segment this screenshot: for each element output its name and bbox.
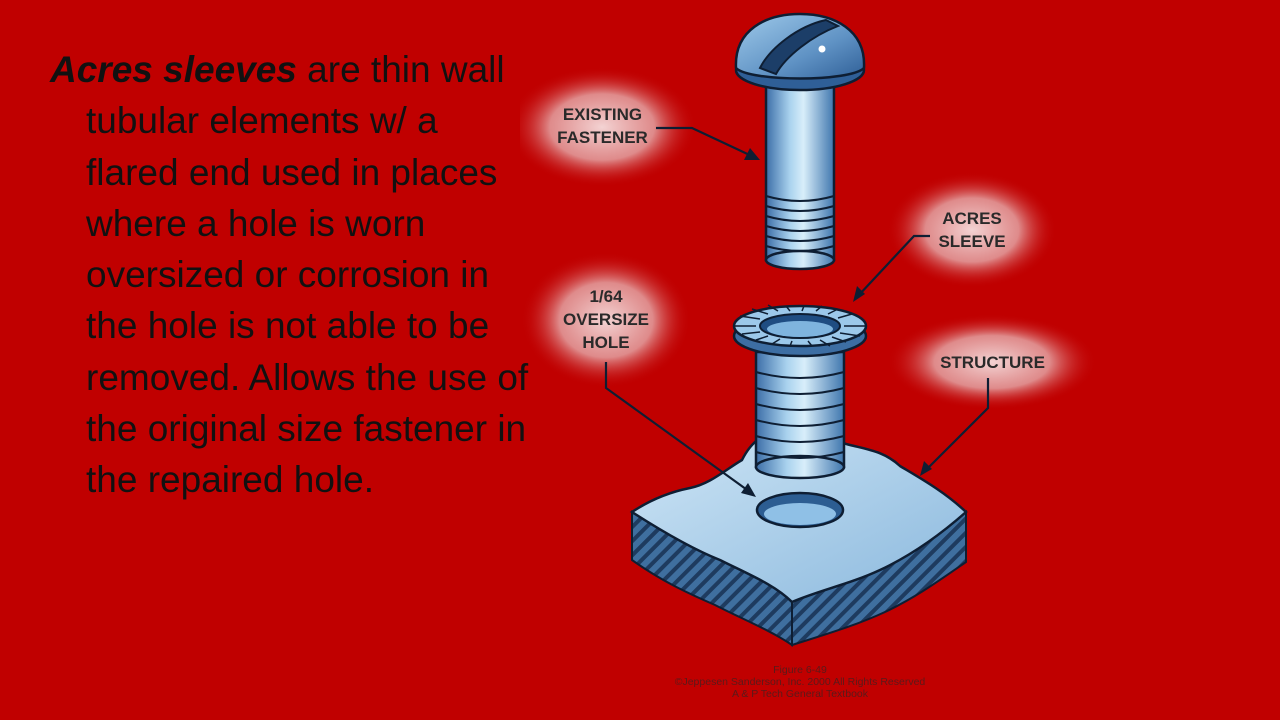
label-acres-line2: SLEEVE xyxy=(938,232,1006,251)
text-block: Acres sleeves are thin wall tubular elem… xyxy=(50,44,530,506)
sleeve-bore-inner xyxy=(767,321,833,337)
label-oversize-hole: 1/64 OVERSIZE HOLE xyxy=(546,285,666,354)
sleeve-tube-bottom xyxy=(754,454,846,480)
caption-source: A & P Tech General Textbook xyxy=(731,688,868,700)
flange-serrations xyxy=(734,304,866,347)
label-structure-text: STRUCTURE xyxy=(940,353,1045,372)
fastener-shank xyxy=(764,80,836,262)
fastener-threads xyxy=(765,195,835,252)
acres-sleeve-diagram: EXISTING FASTENER ACRES SLEEVE 1/64 OVER… xyxy=(520,0,1280,720)
fastener-label-glow xyxy=(520,67,697,187)
caption-figure-number: Figure 6-49 xyxy=(773,664,827,676)
description-paragraph: Acres sleeves are thin wall tubular elem… xyxy=(50,44,530,506)
term-acres-sleeves: Acres sleeves xyxy=(50,49,297,90)
label-hole-line2: OVERSIZE xyxy=(563,310,649,329)
hole-arrow xyxy=(741,483,756,497)
label-existing-fastener: EXISTING FASTENER xyxy=(540,103,665,149)
caption-copyright: ©Jeppesen Sanderson, Inc. 2000 All Right… xyxy=(674,676,926,688)
sleeve-leader xyxy=(857,234,930,297)
label-acres-line1: ACRES xyxy=(942,209,1002,228)
sleeve-label-glow xyxy=(887,172,1057,288)
label-structure: STRUCTURE xyxy=(920,351,1065,374)
label-existing-line2: FASTENER xyxy=(557,128,648,147)
leader-lines xyxy=(604,126,990,493)
hole-inner xyxy=(764,503,836,525)
sleeve-rings xyxy=(755,371,845,459)
structure-label-glow xyxy=(887,314,1097,410)
fastener-slot xyxy=(758,18,841,76)
structure-arrow xyxy=(920,461,932,476)
label-existing-line1: EXISTING xyxy=(562,105,643,124)
hole-leader xyxy=(604,362,751,493)
fastener-arrow xyxy=(744,148,760,160)
label-hole-line3: HOLE xyxy=(582,333,630,352)
structure-leader xyxy=(925,378,990,471)
diagram-drawing xyxy=(520,12,1097,647)
fastener-highlight xyxy=(818,45,826,53)
hole-label-glow xyxy=(521,252,691,388)
sleeve-arrow xyxy=(853,286,865,302)
figure-caption: Figure 6-49 ©Jeppesen Sanderson, Inc. 20… xyxy=(640,664,960,700)
label-acres-sleeve: ACRES SLEEVE xyxy=(922,207,1022,253)
fastener-tip xyxy=(764,249,836,271)
fastener-leader xyxy=(656,126,757,159)
leader-arrowheads xyxy=(741,148,932,497)
description-text: are thin wall tubular elements w/ a flar… xyxy=(86,49,529,501)
label-hole-line1: 1/64 xyxy=(589,287,623,306)
